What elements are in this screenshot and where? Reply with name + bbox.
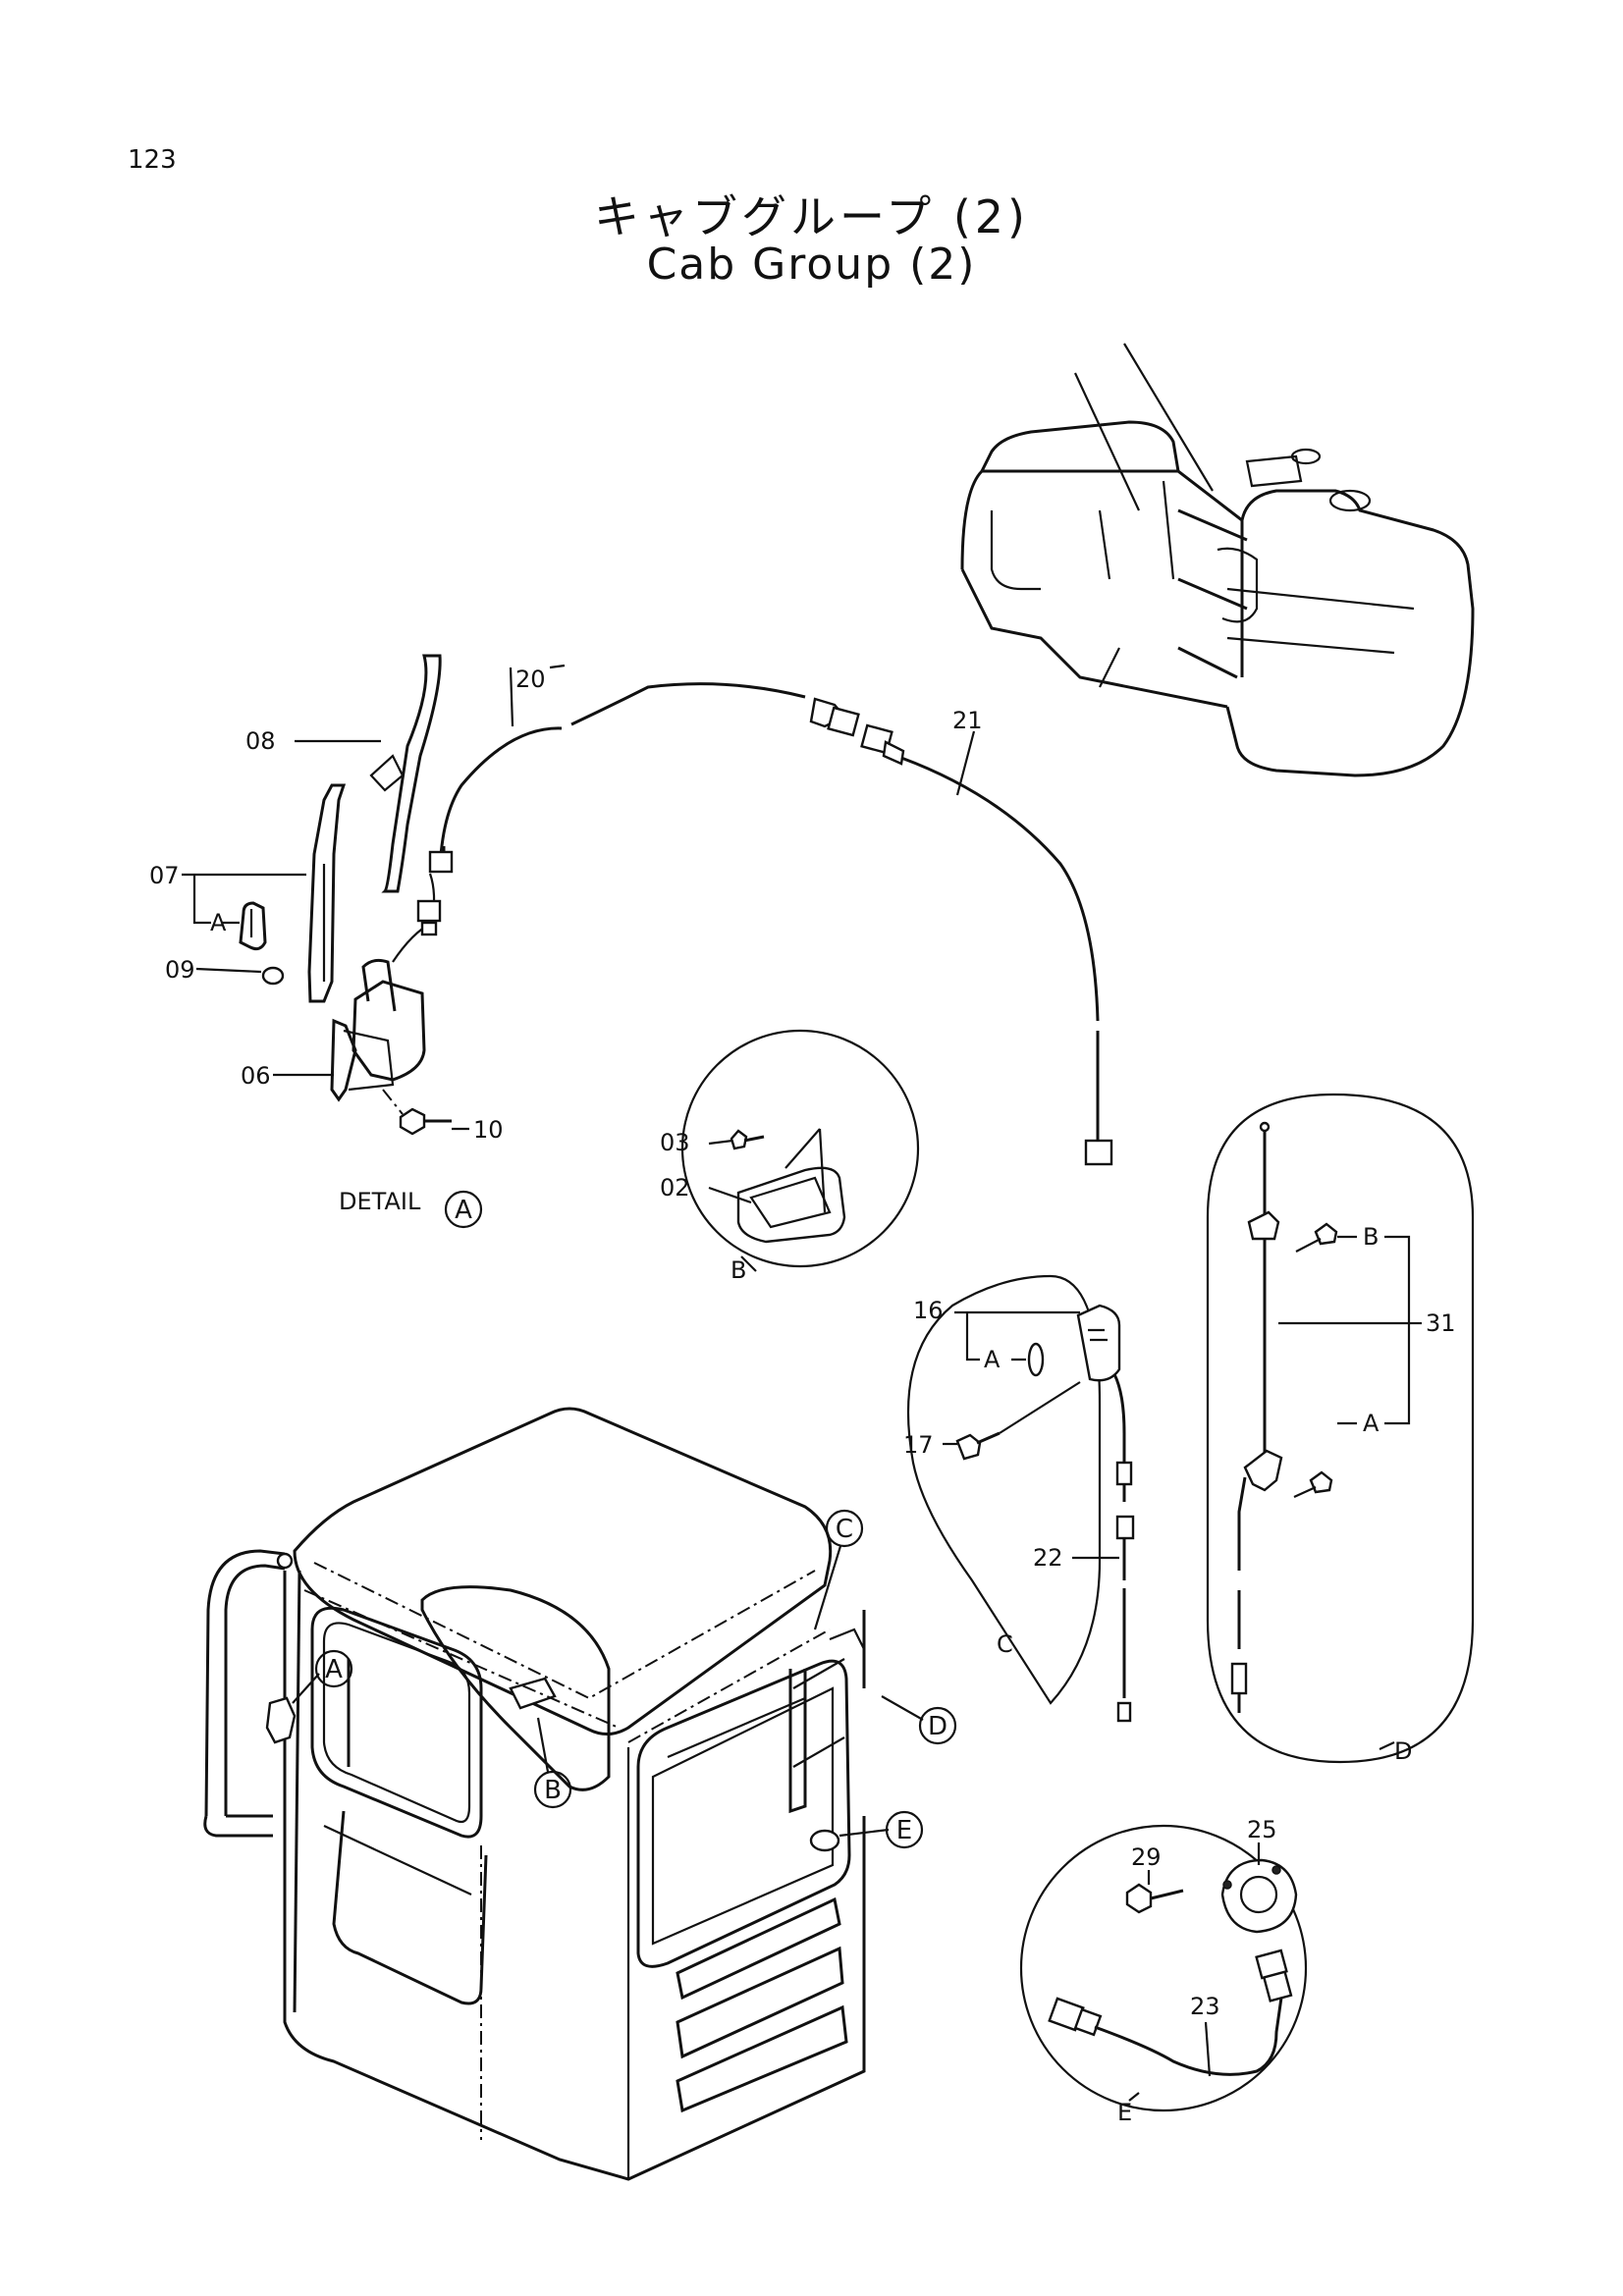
- callout-20: 20: [515, 666, 546, 693]
- callout-b-bolt: B: [1363, 1223, 1379, 1251]
- cab-body-drawing: [203, 1407, 866, 2181]
- cab-ref-a-letter: A: [325, 1655, 343, 1684]
- detail-c-pill: [907, 1274, 1135, 1723]
- detail-a-wiper-assembly: [182, 654, 469, 1136]
- detail-a-ref-circle: [444, 1190, 483, 1229]
- callout-23: 23: [1190, 1993, 1220, 2020]
- callout-a-bulb: A: [984, 1346, 1001, 1373]
- callout-17: 17: [903, 1431, 934, 1459]
- callout-a-clip: A: [210, 909, 227, 936]
- cab-ref-c: C: [813, 1509, 864, 1630]
- page-number: 123: [128, 145, 177, 175]
- detail-b-circle: [680, 1029, 920, 1272]
- callout-31: 31: [1426, 1309, 1456, 1337]
- cab-ref-b-letter: B: [544, 1776, 562, 1805]
- cab-ref-d: D: [881, 1695, 957, 1745]
- ref-b-label: B: [730, 1256, 746, 1284]
- cab-ref-e-letter: E: [896, 1816, 912, 1845]
- callout-03: 03: [660, 1129, 690, 1156]
- cab-ref-b: B: [533, 1717, 572, 1809]
- callout-a-bolt: A: [1363, 1410, 1380, 1437]
- title-english: Cab Group (2): [646, 240, 977, 290]
- callout-02: 02: [660, 1174, 690, 1201]
- ref-d-label: D: [1394, 1737, 1412, 1765]
- detail-a-ref-letter: A: [455, 1196, 472, 1225]
- callout-29: 29: [1131, 1843, 1162, 1871]
- callout-16: 16: [913, 1297, 944, 1324]
- detail-caption: DETAIL: [339, 1188, 421, 1215]
- callout-21: 21: [952, 707, 983, 734]
- callout-08: 08: [245, 727, 276, 755]
- cab-ref-d-letter: D: [928, 1712, 947, 1741]
- cab-ref-a: A: [292, 1649, 353, 1704]
- excavator-overview-drawing: [960, 343, 1475, 777]
- callout-06: 06: [241, 1062, 271, 1090]
- wiper-harness-20-21: [428, 664, 1113, 1166]
- detail-d-pill: [1206, 1093, 1475, 1764]
- ref-e-label: E: [1117, 2099, 1132, 2126]
- callout-22: 22: [1033, 1544, 1063, 1572]
- detail-e-circle: [1019, 1824, 1308, 2112]
- callout-09: 09: [165, 956, 195, 984]
- cab-ref-e: E: [839, 1810, 924, 1849]
- title-japanese: キャブグループ (2): [593, 190, 1030, 243]
- callout-25: 25: [1247, 1816, 1277, 1843]
- callout-07: 07: [149, 862, 180, 889]
- cab-ref-c-letter: C: [836, 1515, 853, 1544]
- callout-10: 10: [473, 1116, 504, 1144]
- ref-c-label: C: [997, 1630, 1013, 1658]
